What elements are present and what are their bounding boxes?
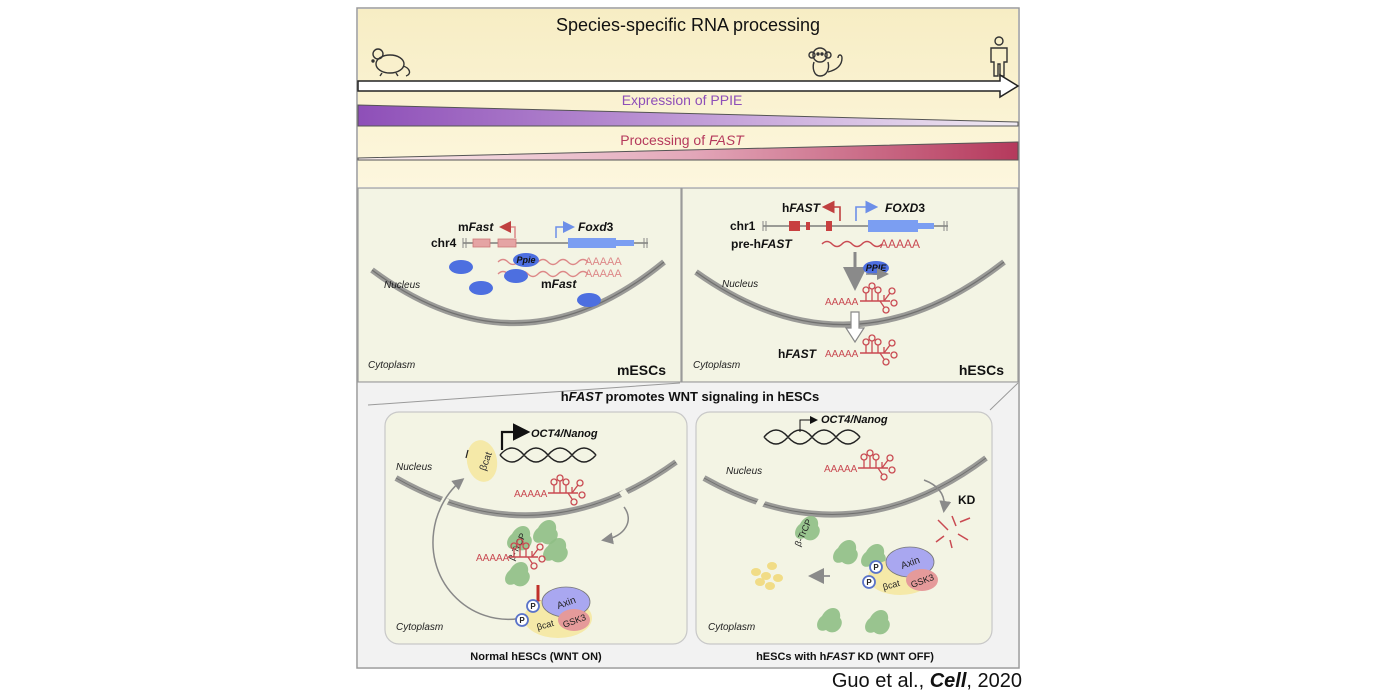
m-panel-label: mESCs (617, 362, 666, 378)
ppie-protein (577, 293, 601, 307)
dna-helix (499, 447, 597, 463)
citation: Guo et al., Cell, 2020 (832, 670, 1022, 693)
kd-label: KD (958, 493, 976, 507)
fast-processing-wedge (357, 141, 1019, 161)
ppie-expression-label: Expression of PPIE (622, 92, 743, 108)
h-ppie-label: PPIE (866, 263, 888, 273)
h-chr-label: chr1 (730, 219, 756, 233)
m-ppie-label: Ppie (516, 255, 535, 265)
l-caption: Normal hESCs (WNT ON) (470, 651, 602, 663)
pre-hfast-transcript (821, 240, 883, 248)
export-arrow (601, 506, 629, 545)
h-fast-exon-1 (789, 221, 800, 231)
panel-mescs: chr4 mFast Foxd3 AAAAA AAAAA Ppie mFast … (357, 187, 682, 383)
r-bcat-label: βcat (882, 578, 902, 592)
m-cytoplasm-label: Cytoplasm (368, 360, 415, 371)
human-icon (990, 36, 1008, 77)
h-polya-pre: AAAAA (880, 237, 920, 251)
r-p-label: P (873, 563, 879, 572)
m-foxd3-gene-label: Foxd3 (578, 220, 614, 234)
r-polya: AAAAA (824, 464, 858, 475)
h-foxd3-exon (868, 220, 918, 232)
ppie-protein (449, 260, 473, 274)
pre-hfast-label: pre-hFAST (731, 237, 793, 251)
m-fast-tss-arrow (499, 221, 516, 238)
m-chr-label: chr4 (431, 236, 457, 250)
degraded-beta-catenin (751, 562, 783, 590)
kd-arrow (923, 479, 952, 513)
m-foxd3-tss-arrow (555, 221, 575, 238)
bcat-import-arrow (432, 478, 523, 621)
phospho-p (526, 599, 540, 613)
dna-helix (763, 429, 861, 445)
bottom-title: hFAST promotes WNT signaling in hESCs (561, 389, 820, 404)
l-polya: AAAAA (514, 489, 548, 500)
ppie-protein-labeled (513, 253, 539, 267)
m-fast-transcript-1 (497, 258, 589, 266)
r-caption: hESCs with hFAST KD (WNT OFF) (756, 651, 934, 663)
mouse-icon (371, 48, 411, 77)
r-target-label: OCT4/Nanog (821, 414, 888, 426)
m-fast-exon-2 (497, 238, 517, 248)
h-cytoplasm-label: Cytoplasm (693, 360, 740, 371)
h-foxd3-gene-label: FOXD3 (885, 201, 925, 215)
l-nucleus-label: Nucleus (396, 462, 432, 473)
citation-journal: Cell (929, 670, 967, 692)
h-foxd3-tss-arrow (855, 200, 879, 221)
gsk3-protein (906, 569, 938, 591)
evolution-arrow (357, 73, 1020, 99)
beta-catenin-nuclear (466, 440, 498, 482)
phospho-p (869, 560, 883, 574)
ppie-protein (504, 269, 528, 283)
h-polya-processed: AAAAA (825, 297, 859, 308)
export-arrow (844, 311, 866, 344)
h-fast-exon-3 (826, 221, 832, 231)
panel-hescs: chr1 hFAST FOXD3 pre-hFAST AAAAA PPIE AA… (681, 187, 1019, 383)
phospho-p (862, 575, 876, 589)
gsk3-protein (558, 609, 590, 631)
bottom-section: hFAST promotes WNT signaling in hESCs OC… (358, 382, 1019, 667)
fast-processing-label: Processing of FAST (620, 132, 745, 148)
r-cytoplasm-label: Cytoplasm (708, 622, 755, 633)
m-polya-2: AAAAA (585, 268, 622, 280)
citation-year: , 2020 (966, 670, 1022, 692)
citation-authors: Guo et al., (831, 670, 930, 692)
subpanel-wnt-on: OCT4/Nanog βcat Nucleus AAAAA β-TrCP AAA… (384, 411, 688, 645)
m-fast-gene-label: mFast (458, 220, 494, 234)
monkey-icon (808, 47, 843, 77)
l-bcat-cyto-label: βcat (536, 618, 556, 632)
figure-frame (356, 7, 1020, 669)
m-foxd3-exon (568, 238, 616, 248)
m-nucleus-label: Nucleus (384, 280, 420, 291)
l-cyto-polya: AAAAA (476, 553, 510, 564)
subpanel-wnt-off: OCT4/Nanog Nucleus AAAAA KD β-TrCP (695, 411, 993, 645)
inactive-transcription-arrow (799, 416, 818, 432)
h-nucleus-label: Nucleus (722, 279, 758, 290)
active-transcription-arrow (500, 423, 531, 450)
l-target-label: OCT4/Nanog (531, 428, 598, 440)
top-section: Species-specific RNA processing E (357, 9, 1020, 187)
h-polya-cyto: AAAAA (825, 349, 859, 360)
h-panel-label: hESCs (959, 362, 1004, 378)
m-fast-rna-label: mFast (541, 277, 577, 291)
l-p-label: P (530, 602, 536, 611)
l-p-label: P (519, 616, 525, 625)
phospho-p (515, 613, 529, 627)
r-nucleus-label: Nucleus (726, 466, 762, 477)
h-fast-rna-label: hFAST (778, 347, 818, 361)
degraded-rna-fragments (935, 515, 971, 549)
h-fast-exon-2 (806, 222, 810, 230)
l-cytoplasm-label: Cytoplasm (396, 622, 443, 633)
h-fast-tss-arrow (821, 200, 841, 221)
ppie-expression-wedge (357, 104, 1019, 127)
m-fast-exon-1 (472, 238, 491, 248)
top-title: Species-specific RNA processing (556, 15, 820, 35)
r-p-label: P (866, 578, 872, 587)
h-fast-gene-label: hFAST (782, 201, 822, 215)
ppie-protein (469, 281, 493, 295)
m-polya-1: AAAAA (585, 256, 622, 268)
